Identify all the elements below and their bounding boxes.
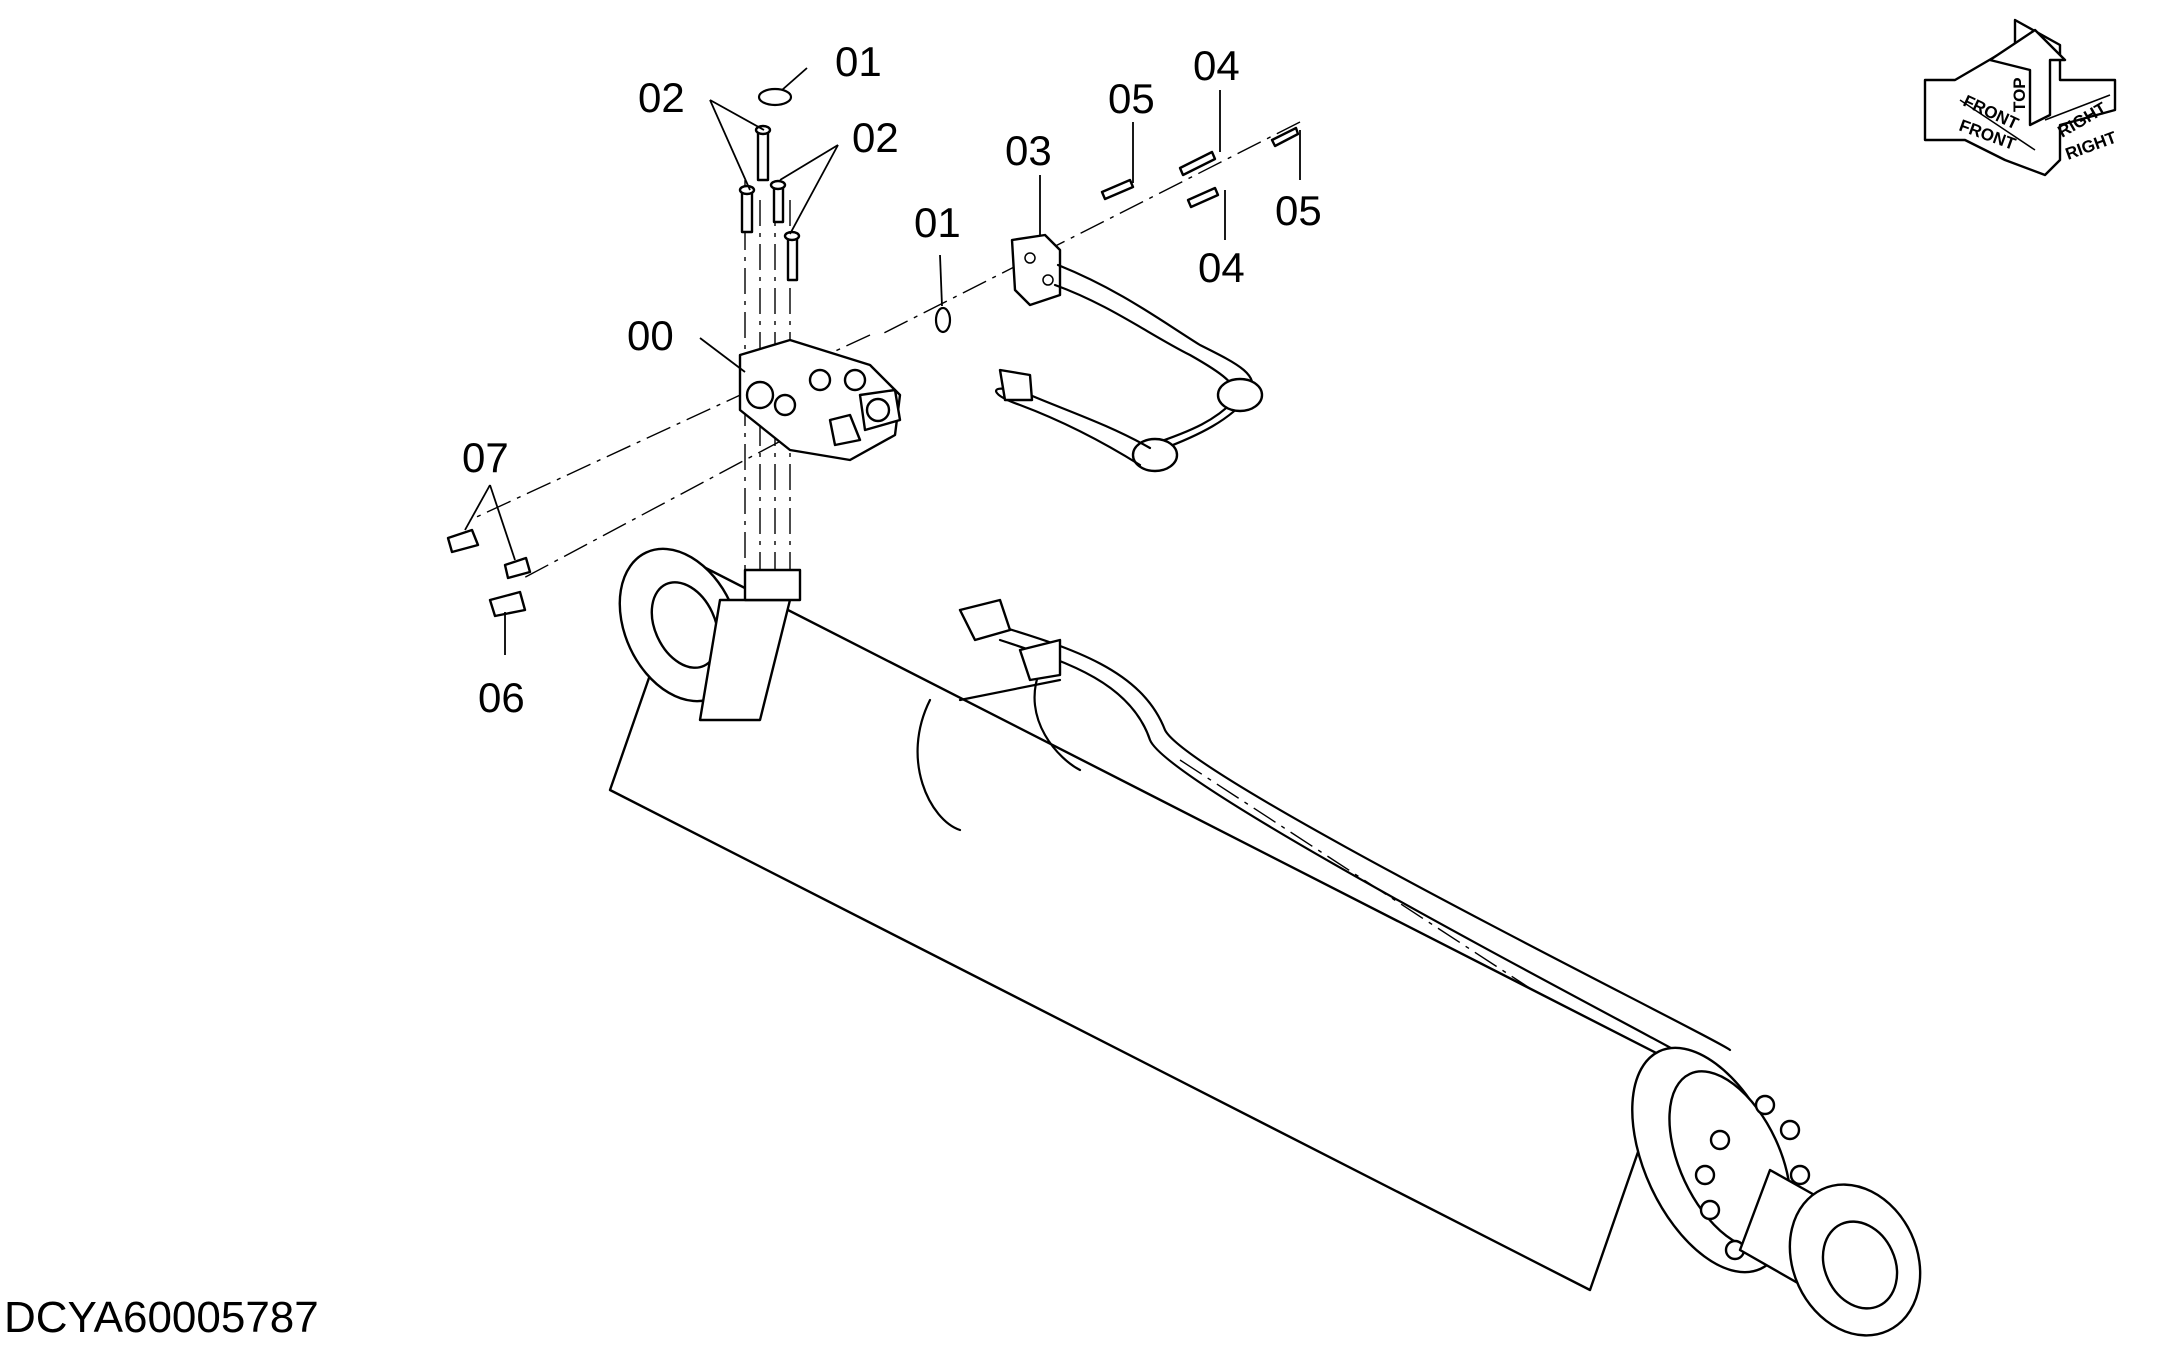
orientation-top-text: TOP: [2010, 77, 2029, 112]
bolts-02: [738, 124, 801, 282]
label-02-right: 02: [852, 114, 899, 161]
o-ring-valve: [934, 306, 952, 334]
label-04-bottom: 04: [1198, 244, 1245, 291]
o-ring-top: [757, 87, 793, 107]
label-01-ring: 01: [914, 199, 961, 246]
label-02-left: 02: [638, 74, 685, 121]
label-05-right: 05: [1275, 187, 1322, 234]
fittings-06-07: [446, 528, 532, 618]
valve-block: [738, 338, 902, 462]
label-06: 06: [478, 674, 525, 721]
document-code: DCYA60005787: [4, 1293, 319, 1342]
hydraulic-cylinder: [608, 547, 1922, 1337]
label-03: 03: [1005, 127, 1052, 174]
label-07: 07: [462, 434, 509, 481]
leader-lines: [464, 67, 1301, 655]
orientation-indicator: TOP FRONT FRONT RIGHT RIGHT: [1923, 18, 2120, 177]
flange-hose-assembly: [995, 233, 1264, 473]
bolts-04-05: [1100, 126, 1300, 209]
label-04-top: 04: [1193, 42, 1240, 89]
label-05-top: 05: [1108, 75, 1155, 122]
label-00: 00: [627, 312, 674, 359]
label-01-top: 01: [835, 38, 882, 85]
callout-labels: 01 02 02 00 01 03 05 04 05 04 07 06: [462, 38, 1322, 721]
gland-bolts: [1694, 1094, 1811, 1261]
